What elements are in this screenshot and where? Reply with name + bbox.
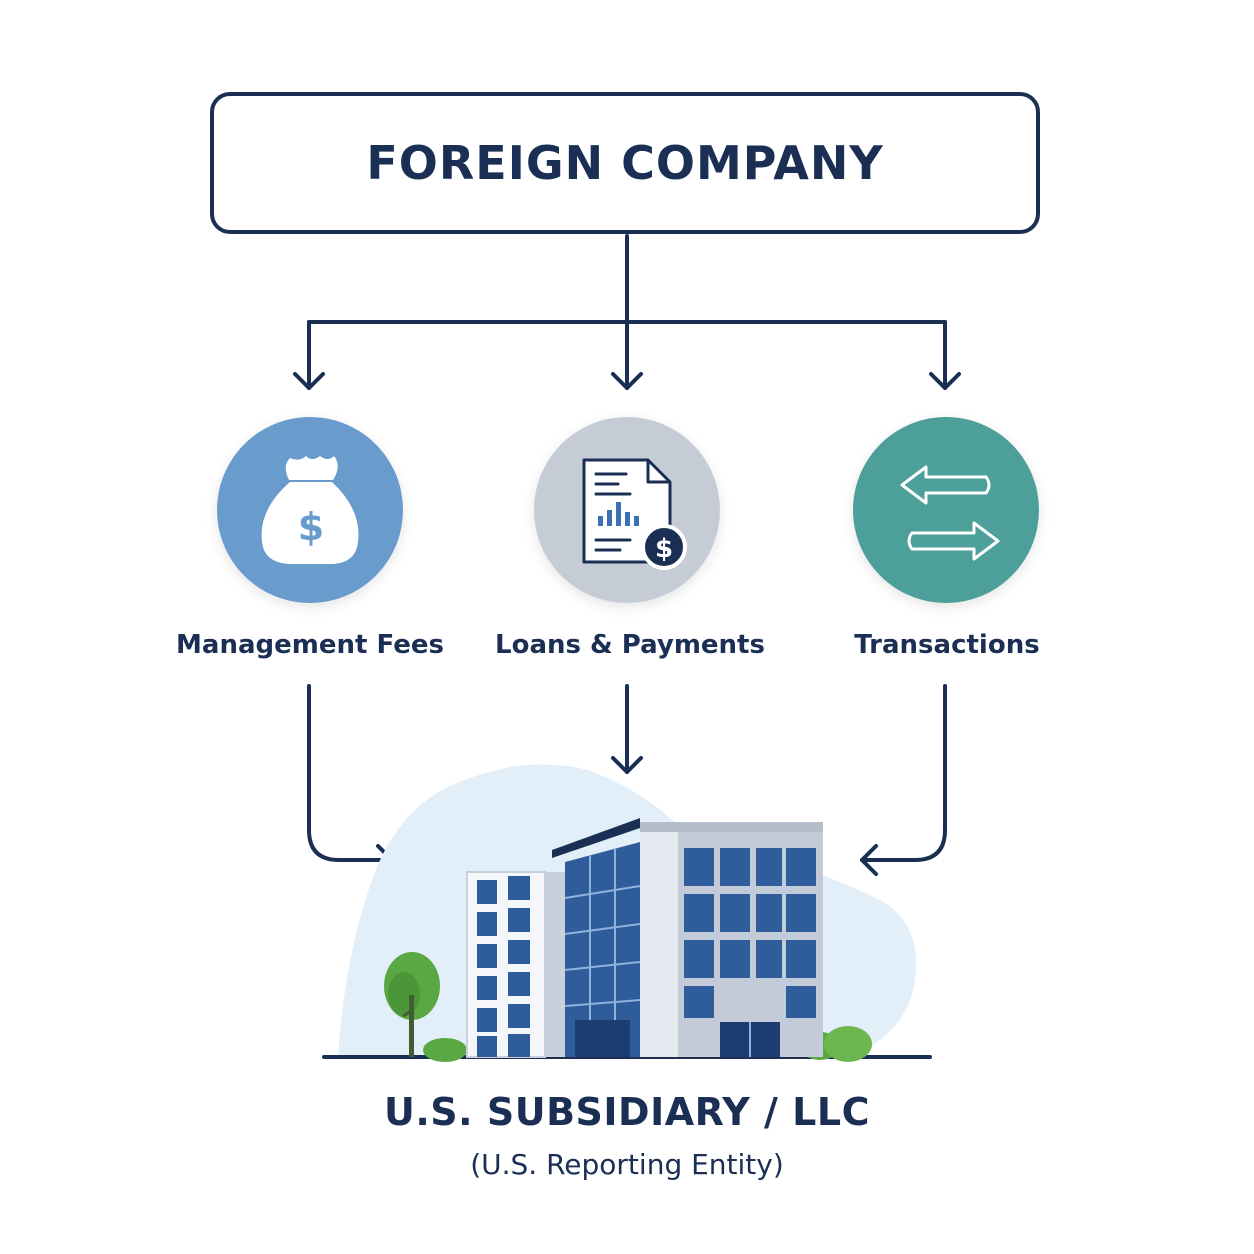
foreign-company-title: FOREIGN COMPANY bbox=[366, 136, 884, 190]
management-fees-label: Management Fees bbox=[176, 630, 444, 660]
lower-right-line bbox=[860, 684, 947, 862]
transactions-label: Transactions bbox=[854, 630, 1040, 660]
loans-payments-label: Loans & Payments bbox=[495, 630, 765, 660]
arrowhead-center-bottom bbox=[611, 756, 643, 774]
document-chart-icon: $ bbox=[534, 417, 720, 603]
building-left-tower bbox=[466, 871, 565, 1058]
svg-text:$: $ bbox=[298, 505, 324, 549]
tree-left bbox=[384, 952, 440, 1057]
foreign-company-box: FOREIGN COMPANY bbox=[210, 92, 1040, 234]
bush-left bbox=[423, 1038, 467, 1062]
us-subsidiary-title: U.S. SUBSIDIARY / LLC bbox=[384, 1090, 870, 1134]
arrowhead-center-top bbox=[611, 372, 643, 390]
us-subsidiary-subtitle: (U.S. Reporting Entity) bbox=[470, 1148, 784, 1181]
arrowhead-right-bottom bbox=[860, 844, 878, 876]
svg-text:$: $ bbox=[655, 534, 673, 564]
arrowhead-right-top bbox=[929, 372, 961, 390]
arrowhead-left-top bbox=[293, 372, 325, 390]
building-right-block bbox=[640, 822, 823, 1057]
building-center-tower bbox=[552, 818, 641, 1057]
money-bag-icon: $ bbox=[217, 417, 403, 603]
lower-left-line bbox=[307, 684, 394, 862]
exchange-arrows-icon bbox=[853, 417, 1039, 603]
